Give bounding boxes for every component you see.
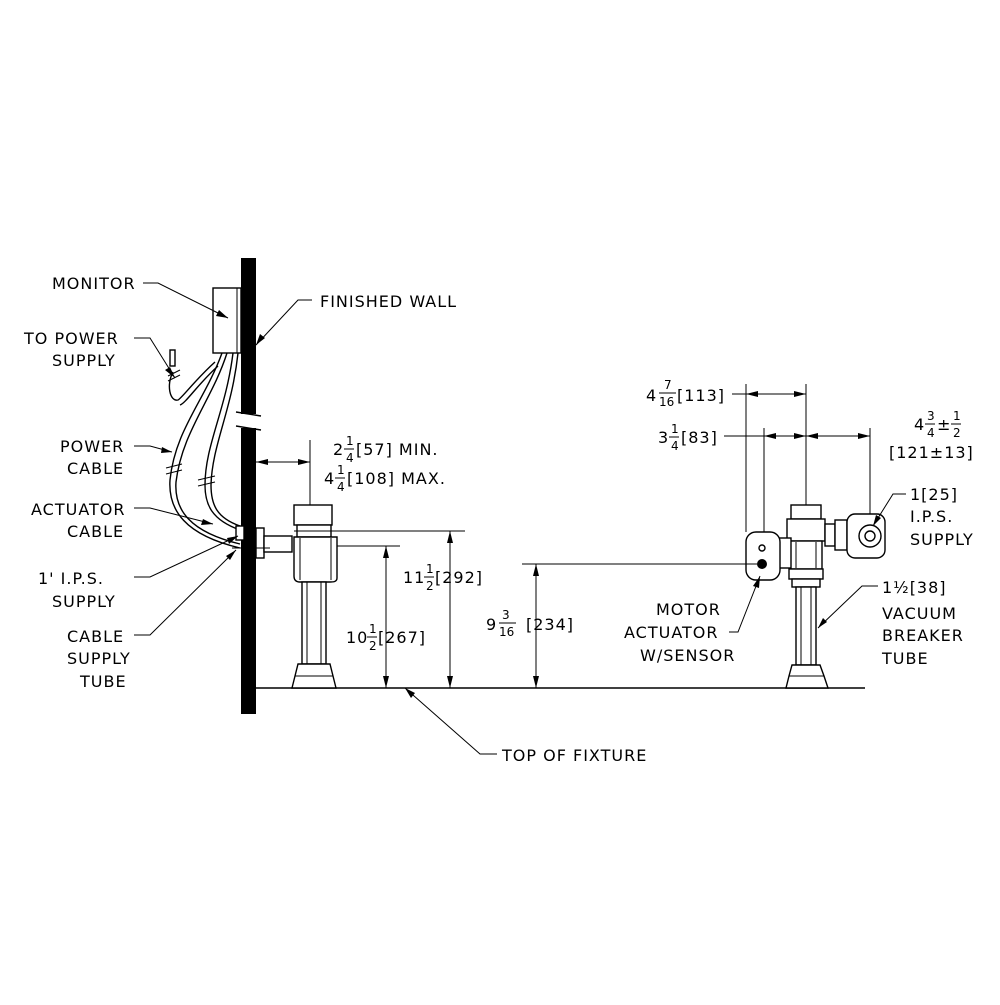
label-monitor: MONITOR	[52, 274, 136, 293]
svg-text:4: 4	[346, 451, 354, 465]
label-ips-supply-2: SUPPLY	[52, 592, 116, 611]
dim-wall-min: 2 1 4 [57] MIN.	[333, 434, 439, 465]
label-right-supply-1: 1[25]	[910, 485, 958, 504]
label-vacuum-1: 1½[38]	[882, 578, 947, 597]
svg-text:4: 4	[337, 480, 345, 494]
svg-text:±: ±	[937, 415, 951, 434]
svg-text:3: 3	[502, 608, 510, 622]
label-actuator-cable-1: ACTUATOR	[31, 500, 126, 519]
svg-text:4: 4	[914, 415, 925, 434]
leader-lines	[134, 282, 906, 755]
label-to-power-supply-1: TO POWER	[23, 329, 119, 348]
svg-text:16: 16	[499, 625, 514, 639]
svg-text:3: 3	[658, 428, 669, 447]
label-actuator-cable-2: CABLE	[67, 522, 124, 541]
svg-text:7: 7	[664, 378, 672, 392]
svg-text:2: 2	[426, 579, 434, 593]
dim-wall-max: 4 1 4 [108] MAX.	[324, 463, 446, 494]
dim-113: 4 7 16 [113]	[646, 378, 725, 409]
label-motor-actuator-3: W/SENSOR	[640, 646, 735, 665]
svg-text:1: 1	[671, 422, 679, 436]
label-right-supply-3: SUPPLY	[910, 530, 974, 549]
finished-wall	[235, 258, 262, 714]
monitor-box	[212, 287, 242, 354]
svg-text:16: 16	[659, 395, 674, 409]
label-top-of-fixture: TOP OF FIXTURE	[501, 746, 647, 765]
label-motor-actuator-1: MOTOR	[656, 600, 721, 619]
svg-text:2: 2	[953, 426, 961, 440]
dim-292: 11 1 2 [292]	[403, 562, 483, 593]
right-flush-valve	[745, 504, 886, 689]
label-motor-actuator-2: ACTUATOR	[624, 623, 719, 642]
svg-text:[108] MAX.: [108] MAX.	[347, 469, 446, 488]
svg-text:4: 4	[646, 386, 657, 405]
svg-text:1: 1	[346, 434, 354, 448]
label-to-power-supply-2: SUPPLY	[52, 351, 116, 370]
svg-text:[121±13]: [121±13]	[889, 443, 974, 462]
svg-text:[234]: [234]	[526, 615, 574, 634]
label-cable-supply-tube-2: SUPPLY	[67, 649, 131, 668]
svg-text:9: 9	[486, 615, 497, 634]
svg-text:[83]: [83]	[681, 428, 718, 447]
svg-text:1: 1	[953, 409, 961, 423]
label-cable-supply-tube-1: CABLE	[67, 627, 124, 646]
svg-text:1: 1	[337, 463, 345, 477]
svg-text:4: 4	[324, 469, 335, 488]
label-power-cable-1: POWER	[60, 437, 124, 456]
svg-text:[267]: [267]	[378, 628, 426, 647]
svg-text:1: 1	[426, 562, 434, 576]
dimension-lines	[256, 384, 871, 688]
svg-text:4: 4	[927, 426, 935, 440]
left-flush-valve	[232, 504, 338, 689]
dim-121: 4 3 4 ± 1 2 [121±13]	[889, 409, 974, 462]
label-finished-wall: FINISHED WALL	[320, 292, 457, 311]
svg-text:[292]: [292]	[435, 568, 483, 587]
label-vacuum-2: VACUUM	[882, 604, 957, 623]
svg-text:11: 11	[403, 568, 425, 587]
label-right-supply-2: I.P.S.	[910, 507, 953, 526]
svg-text:1: 1	[369, 622, 377, 636]
svg-text:4: 4	[671, 439, 679, 453]
svg-text:2: 2	[369, 639, 377, 653]
cables	[165, 349, 241, 549]
dim-83: 3 1 4 [83]	[658, 422, 718, 453]
label-vacuum-3: BREAKER	[882, 626, 964, 645]
label-vacuum-4: TUBE	[881, 649, 929, 668]
svg-text:[57] MIN.: [57] MIN.	[356, 440, 439, 459]
svg-text:3: 3	[927, 409, 935, 423]
label-cable-supply-tube-3: TUBE	[79, 672, 127, 691]
dim-267: 10 1 2 [267]	[346, 622, 426, 653]
svg-text:10: 10	[346, 628, 368, 647]
svg-text:[113]: [113]	[677, 386, 725, 405]
svg-text:2: 2	[333, 440, 344, 459]
label-power-cable-2: CABLE	[67, 459, 124, 478]
dim-234: 9 3 16 [234]	[486, 608, 574, 639]
label-ips-supply-1: 1' I.P.S.	[38, 569, 104, 588]
